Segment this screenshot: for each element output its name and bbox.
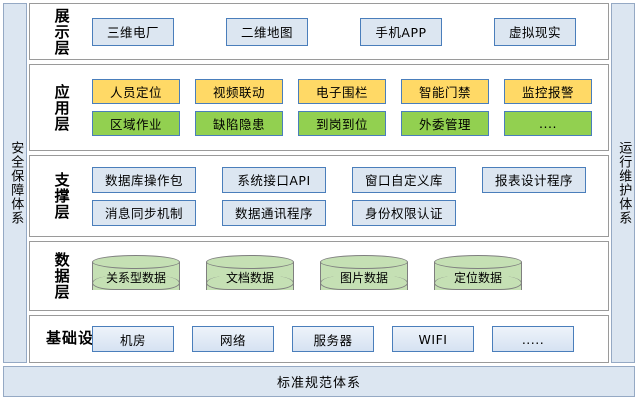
- cylinder-top-ellipse: [206, 255, 294, 269]
- layer-label-application: 应用层: [30, 84, 92, 132]
- node-infrastructure[interactable]: 网络: [192, 326, 274, 352]
- layer-label-infrastructure: 基础设施: [30, 329, 111, 348]
- node-application[interactable]: 视频联动: [195, 79, 283, 104]
- node-infrastructure[interactable]: 服务器: [292, 326, 374, 352]
- layer-row: 消息同步机制数据通讯程序身份权限认证: [92, 199, 600, 226]
- layer-label-support: 支撑层: [30, 172, 92, 220]
- node-presentation[interactable]: 手机APP: [360, 17, 442, 46]
- node-presentation[interactable]: 三维电厂: [92, 17, 174, 46]
- layer-data: 数据层 关系型数据 文档数据 图片数据 定位数据: [29, 241, 609, 311]
- cylinder-bottom-ellipse: [206, 276, 294, 290]
- cylinder-top-ellipse: [434, 255, 522, 269]
- node-support[interactable]: 数据库操作包: [92, 166, 196, 193]
- layer-presentation: 展示层 三维电厂 二维地图 手机APP 虚拟现实: [29, 3, 609, 60]
- cylinder-label: 定位数据: [453, 270, 502, 285]
- layer-body-infrastructure: 机房网络服务器 WIFI.....: [92, 326, 608, 352]
- cylinder-bottom-ellipse: [320, 276, 408, 290]
- layer-body-data: 关系型数据 文档数据 图片数据 定位数据: [92, 255, 608, 297]
- layer-body-support: 数据库操作包系统接口API 窗口自定义库报表设计程序消息同步机制数据通讯程序身份权…: [92, 166, 608, 226]
- layer-label-data: 数据层: [30, 252, 92, 300]
- cylinder-label: 关系型数据: [105, 270, 166, 285]
- node-support[interactable]: 窗口自定义库: [352, 166, 456, 193]
- left-pillar-label: 安全保障体系: [8, 141, 24, 225]
- layer-row: 数据库操作包系统接口API 窗口自定义库报表设计程序: [92, 166, 600, 193]
- node-support[interactable]: 数据通讯程序: [222, 199, 326, 226]
- layer-application: 应用层人员定位视频联动电子围栏智能门禁监控报警区域作业缺陷隐患到岗到位外委管理.…: [29, 64, 609, 151]
- node-application[interactable]: 监控报警: [504, 79, 592, 104]
- node-support[interactable]: 消息同步机制: [92, 199, 196, 226]
- cylinder-label: 图片数据: [339, 270, 388, 285]
- left-pillar-security-system: 安全保障体系: [3, 3, 27, 363]
- layer-label-presentation: 展示层: [30, 8, 92, 56]
- cylinder-bottom-ellipse: [92, 276, 180, 290]
- layer-label-text: 应用层: [52, 83, 71, 132]
- layer-support: 支撑层 数据库操作包系统接口API 窗口自定义库报表设计程序消息同步机制数据通讯程序…: [29, 155, 609, 237]
- bottom-bar-label: 标准规范体系: [276, 376, 361, 391]
- node-application[interactable]: 到岗到位: [298, 111, 386, 136]
- layer-stack: 展示层 三维电厂 二维地图 手机APP 虚拟现实应用层 人员定位视频联动电子围栏智能门禁监…: [29, 3, 609, 363]
- layer-row: 关系型数据 文档数据 图片数据 定位数据: [92, 255, 600, 297]
- node-application[interactable]: ....: [504, 111, 592, 136]
- node-support[interactable]: 系统接口API: [222, 166, 326, 193]
- node-application[interactable]: 区域作业: [92, 111, 180, 136]
- right-pillar-label: 运行维护体系: [616, 141, 632, 225]
- cylinder-label: 文档数据: [225, 270, 274, 285]
- data-store-cylinder[interactable]: 图片数据: [320, 255, 408, 297]
- node-infrastructure[interactable]: 机房: [92, 326, 174, 352]
- node-support[interactable]: 身份权限认证: [352, 199, 456, 226]
- node-application[interactable]: 人员定位: [92, 79, 180, 104]
- node-application[interactable]: 外委管理: [401, 111, 489, 136]
- cylinder-bottom-ellipse: [434, 276, 522, 290]
- layer-label-text: 展示层: [52, 7, 71, 56]
- data-store-cylinder[interactable]: 文档数据: [206, 255, 294, 297]
- layer-label-text: 支撑层: [52, 172, 71, 220]
- right-pillar-operations-system: 运行维护体系: [611, 3, 635, 363]
- node-infrastructure[interactable]: .....: [492, 326, 574, 352]
- node-presentation[interactable]: 虚拟现实: [494, 17, 576, 46]
- node-application[interactable]: 电子围栏: [298, 79, 386, 104]
- layer-infrastructure: 基础设施机房网络服务器 WIFI.....: [29, 315, 609, 363]
- layer-body-application: 人员定位视频联动电子围栏智能门禁监控报警区域作业缺陷隐患到岗到位外委管理....: [92, 79, 608, 136]
- bottom-bar-standards-system: 标准规范体系: [3, 366, 635, 397]
- layer-label-text: 基础设施: [46, 329, 111, 348]
- layer-row: 三维电厂 二维地图 手机APP 虚拟现实: [92, 17, 600, 46]
- layer-body-presentation: 三维电厂 二维地图 手机APP 虚拟现实: [92, 17, 608, 46]
- node-infrastructure[interactable]: WIFI: [392, 326, 474, 352]
- layer-row: 机房网络服务器 WIFI.....: [92, 326, 600, 352]
- node-presentation[interactable]: 二维地图: [226, 17, 308, 46]
- layer-row: 人员定位视频联动电子围栏智能门禁监控报警: [92, 79, 600, 104]
- layer-label-text: 数据层: [52, 252, 71, 300]
- node-support[interactable]: 报表设计程序: [482, 166, 586, 193]
- cylinder-top-ellipse: [92, 255, 180, 269]
- data-store-cylinder[interactable]: 定位数据: [434, 255, 522, 297]
- data-store-cylinder[interactable]: 关系型数据: [92, 255, 180, 297]
- layer-row: 区域作业缺陷隐患到岗到位外委管理....: [92, 111, 600, 136]
- node-application[interactable]: 缺陷隐患: [195, 111, 283, 136]
- cylinder-top-ellipse: [320, 255, 408, 269]
- node-application[interactable]: 智能门禁: [401, 79, 489, 104]
